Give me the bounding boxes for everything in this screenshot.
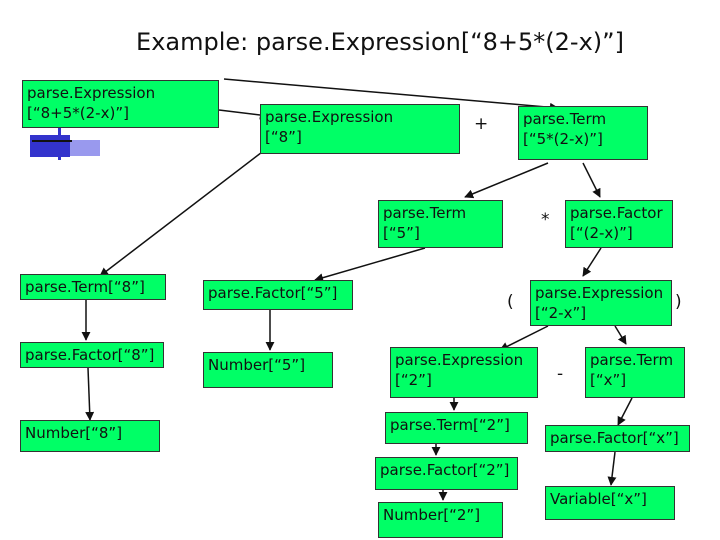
- node-term-x: parse.Term [“x”]: [585, 347, 685, 398]
- node-term-5: parse.Term [“5”]: [378, 200, 503, 248]
- edge-factor8-to-number8: [85, 367, 95, 421]
- node-term-5x: parse.Term [“5*(2-x)”]: [518, 106, 648, 160]
- node-expression-2x: parse.Expression [“2-x”]: [530, 280, 672, 326]
- edge-root-to-expr8: [218, 109, 269, 120]
- node-term-2: parse.Term[“2”]: [385, 412, 528, 444]
- edge-expr8-to-term8: [99, 145, 271, 277]
- node-term-8: parse.Term[“8”]: [20, 274, 166, 300]
- node-variable-x: Variable[“x”]: [545, 486, 675, 520]
- edge-factorx-to-variablex: [607, 451, 617, 486]
- node-number-8: Number[“8”]: [20, 420, 160, 452]
- edge-term5-to-factor5: [314, 247, 426, 283]
- operator-left-paren: (: [507, 292, 514, 312]
- operator-star: *: [541, 210, 550, 230]
- node-factor-x: parse.Factor[“x”]: [545, 425, 690, 452]
- edge-root-to-term5x: [223, 78, 559, 112]
- edge-termx-to-factorx: [617, 397, 633, 426]
- operator-right-paren: ): [675, 292, 682, 312]
- node-factor-2: parse.Factor[“2”]: [375, 457, 518, 490]
- node-root-expression: parse.Expression [“8+5*(2-x)”]: [22, 80, 219, 128]
- node-factor-2x: parse.Factor [“(2-x)”]: [565, 200, 673, 248]
- node-factor-5: parse.Factor[“5”]: [203, 280, 353, 310]
- node-number-5: Number[“5”]: [203, 352, 333, 388]
- slide-accent-hline: [32, 140, 72, 142]
- operator-minus: -: [557, 364, 564, 384]
- edge-term5x-to-factor2x: [582, 162, 601, 198]
- diagram-title: Example: parse.Expression[“8+5*(2-x)”]: [136, 28, 624, 56]
- operator-plus: +: [474, 114, 489, 134]
- node-number-2: Number[“2”]: [378, 502, 503, 538]
- node-expression-8: parse.Expression [“8”]: [260, 104, 460, 154]
- slide-accent-vline: [58, 110, 61, 160]
- edge-expr2x-to-expr2: [499, 325, 549, 351]
- edge-factor2x-to-expr2x: [582, 247, 602, 277]
- node-expression-2: parse.Expression [“2”]: [390, 347, 538, 398]
- edge-expr2x-to-termx: [614, 325, 627, 345]
- node-factor-8: parse.Factor[“8”]: [20, 342, 164, 368]
- edge-term5x-to-term5: [464, 162, 549, 199]
